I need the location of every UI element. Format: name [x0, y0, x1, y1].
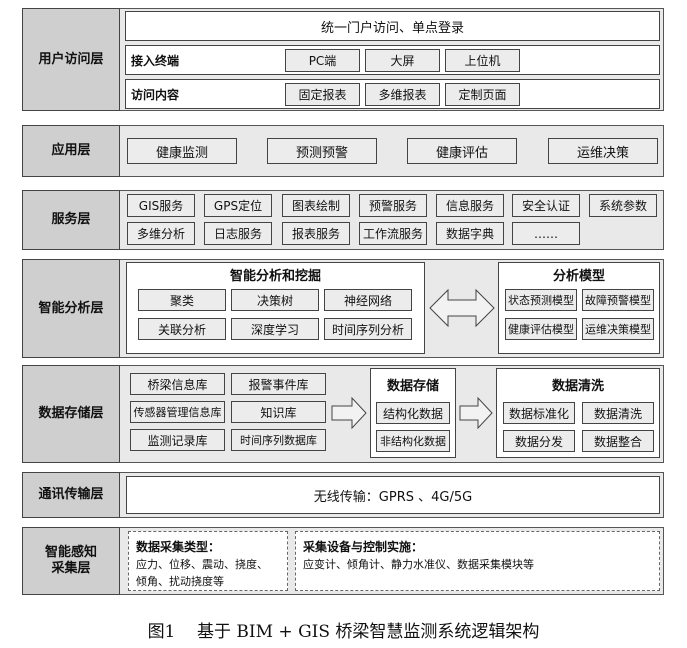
cleaning-standardization: 数据标准化 — [503, 402, 575, 424]
arrow-right-icon — [459, 396, 493, 430]
collection-devices-title: 采集设备与控制实施： — [303, 540, 424, 554]
terminal-host-computer: 上位机 — [445, 49, 520, 72]
collection-types-line1: 应力、位移、震动、挠度、 — [136, 558, 268, 571]
service-gis: GIS服务 — [127, 194, 195, 217]
db-time-series: 时间序列数据库 — [231, 429, 326, 451]
terminal-big-screen: 大屏 — [365, 49, 440, 72]
service-workflow: 工作流服务 — [359, 222, 427, 245]
model-fault-warning: 故障预警模型 — [582, 289, 654, 311]
storage-structured: 结构化数据 — [376, 402, 450, 424]
app-health-monitoring: 健康监测 — [127, 138, 237, 164]
mining-deep-learning: 深度学习 — [231, 318, 319, 340]
collection-types-title: 数据采集类型： — [136, 540, 221, 554]
cleaning-cleansing: 数据清洗 — [582, 402, 654, 424]
collection-types-line2: 倾角、扰动挠度等 — [136, 575, 224, 588]
service-multidim-analysis: 多维分析 — [127, 222, 195, 245]
mining-association: 关联分析 — [138, 318, 226, 340]
portal-banner: 统一门户访问、单点登录 — [125, 11, 660, 41]
service-ellipsis: …… — [512, 222, 580, 245]
models-panel-title: 分析模型 — [552, 269, 605, 284]
access-terminal-label: 接入终端 — [131, 54, 180, 68]
cleaning-distribution: 数据分发 — [503, 430, 575, 452]
content-custom-page: 定制页面 — [445, 83, 520, 106]
service-data-dictionary: 数据字典 — [436, 222, 504, 245]
access-content-label: 访问内容 — [131, 88, 180, 102]
content-multidim-report: 多维报表 — [365, 83, 440, 106]
db-alarm-events: 报警事件库 — [231, 373, 326, 395]
model-health-assessment: 健康评估模型 — [505, 318, 577, 340]
model-maintenance-decision: 运维决策模型 — [582, 318, 654, 340]
db-bridge-info: 桥梁信息库 — [130, 373, 225, 395]
service-information: 信息服务 — [436, 194, 504, 217]
mining-time-series: 时间序列分析 — [324, 318, 412, 340]
terminal-pc: PC端 — [285, 49, 360, 72]
collection-types-box — [128, 531, 288, 591]
storage-unstructured: 非结构化数据 — [376, 430, 450, 452]
figure-caption: 图1 基于 BIM + GIS 桥梁智慧监测系统逻辑架构 — [147, 622, 540, 642]
collection-devices-box — [295, 531, 660, 591]
service-gps: GPS定位 — [204, 194, 272, 217]
content-fixed-report: 固定报表 — [285, 83, 360, 106]
cleaning-panel-title: 数据清洗 — [551, 379, 604, 394]
mining-clustering: 聚类 — [138, 289, 226, 311]
mining-neural-network: 神经网络 — [324, 289, 412, 311]
service-warning: 预警服务 — [359, 194, 427, 217]
service-system-params: 系统参数 — [589, 194, 657, 217]
app-maintenance-decision: 运维决策 — [548, 138, 658, 164]
service-security-auth: 安全认证 — [512, 194, 580, 217]
mining-panel-title: 智能分析和挖掘 — [229, 269, 321, 284]
application-layer-label: 应用层 — [22, 125, 120, 177]
perception-layer-label: 智能感知 采集层 — [22, 527, 120, 595]
wireless-transmission: 无线传输：GPRS 、4G/5G — [126, 476, 660, 514]
app-health-assessment: 健康评估 — [407, 138, 517, 164]
intelligent-analysis-layer-label: 智能分析层 — [22, 259, 120, 358]
model-state-prediction: 状态预测模型 — [505, 289, 577, 311]
service-log: 日志服务 — [204, 222, 272, 245]
service-layer-label: 服务层 — [22, 190, 120, 250]
user-access-layer-label: 用户访问层 — [22, 8, 120, 111]
storage-panel-title: 数据存储 — [386, 379, 439, 394]
bidirectional-arrow-icon — [429, 288, 495, 328]
communication-layer-label: 通讯传输层 — [22, 472, 120, 518]
db-knowledge: 知识库 — [231, 401, 326, 423]
db-monitoring-records: 监测记录库 — [130, 429, 225, 451]
cleaning-integration: 数据整合 — [582, 430, 654, 452]
mining-decision-tree: 决策树 — [231, 289, 319, 311]
collection-devices-line1: 应变计、倾角计、静力水准仪、数据采集模块等 — [303, 558, 534, 571]
db-sensor-management: 传感器管理信息库 — [130, 401, 225, 423]
service-chart-drawing: 图表绘制 — [282, 194, 350, 217]
service-report: 报表服务 — [282, 222, 350, 245]
data-storage-layer-label: 数据存储层 — [22, 365, 120, 463]
arrow-right-icon — [331, 396, 367, 430]
app-prediction-warning: 预测预警 — [267, 138, 377, 164]
